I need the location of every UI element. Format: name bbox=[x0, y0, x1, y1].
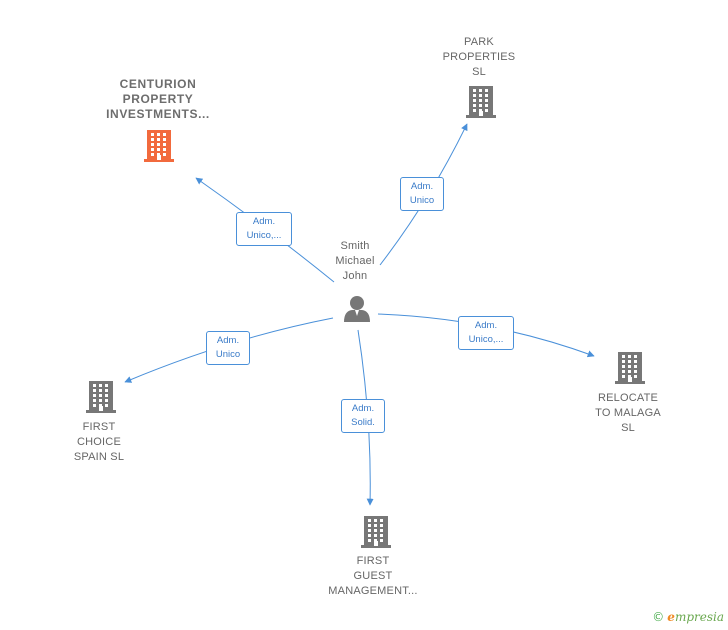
center-name-line: Smith bbox=[340, 240, 370, 252]
node-label-line: SL bbox=[621, 422, 635, 434]
node-label-line: PROPERTIES bbox=[442, 51, 516, 63]
edge-label-park[interactable]: Adm. Unico bbox=[400, 177, 444, 211]
empresia-brand: ©empresia bbox=[652, 610, 724, 624]
edge-label-line: Adm. bbox=[252, 216, 276, 227]
edge-label-line: Unico,... bbox=[468, 334, 504, 345]
brand-letter: e bbox=[667, 610, 675, 624]
building-icon[interactable] bbox=[86, 381, 116, 413]
node-label-park[interactable]: PARK PROPERTIES SL bbox=[443, 35, 516, 80]
node-label-line: CHOICE bbox=[77, 436, 121, 448]
edge-label-centurion[interactable]: Adm. Unico,... bbox=[236, 212, 292, 246]
edge-label-line: Adm. bbox=[474, 320, 498, 331]
edge-label-line: Adm. bbox=[410, 181, 434, 192]
node-label-line: TO MALAGA bbox=[595, 407, 661, 419]
edge-label-relocate[interactable]: Adm. Unico,... bbox=[458, 316, 514, 350]
node-label-relocate[interactable]: RELOCATE TO MALAGA SL bbox=[595, 391, 661, 436]
person-icon[interactable] bbox=[344, 296, 370, 322]
edge-label-first-guest[interactable]: Adm. Solid. bbox=[341, 399, 385, 433]
node-label-line: FIRST bbox=[356, 555, 390, 567]
node-label-line: RELOCATE bbox=[597, 392, 659, 404]
node-label-line: SL bbox=[472, 66, 486, 78]
node-label-line: FIRST bbox=[82, 421, 116, 433]
center-name-line: Michael bbox=[335, 255, 375, 267]
node-label-line: GUEST bbox=[353, 570, 393, 582]
center-person-name[interactable]: Smith Michael John bbox=[335, 239, 374, 284]
edge-label-first-choice[interactable]: Adm. Unico bbox=[206, 331, 250, 365]
node-label-centurion[interactable]: CENTURION PROPERTY INVESTMENTS... bbox=[106, 77, 210, 122]
node-label-line: INVESTMENTS... bbox=[106, 107, 210, 121]
building-icon[interactable] bbox=[144, 130, 174, 162]
node-label-first-guest[interactable]: FIRST GUEST MANAGEMENT... bbox=[328, 554, 417, 599]
node-label-line: PROPERTY bbox=[122, 92, 194, 106]
brand-name: mpresia bbox=[674, 610, 724, 624]
node-label-line: SPAIN SL bbox=[73, 451, 125, 463]
edge-label-line: Unico bbox=[215, 349, 241, 360]
node-label-line: PARK bbox=[464, 36, 494, 48]
edge-label-line: Unico,... bbox=[246, 230, 282, 241]
edge-label-line: Solid. bbox=[351, 417, 375, 428]
node-label-line: MANAGEMENT... bbox=[328, 585, 418, 597]
center-name-line: John bbox=[342, 270, 368, 282]
node-label-first-choice[interactable]: FIRST CHOICE SPAIN SL bbox=[74, 420, 124, 465]
building-icon[interactable] bbox=[466, 86, 496, 118]
copyright-icon: © bbox=[652, 610, 665, 624]
building-icon[interactable] bbox=[361, 516, 391, 548]
edge-label-line: Adm. bbox=[351, 403, 375, 414]
edge-label-line: Adm. bbox=[216, 335, 240, 346]
building-icon[interactable] bbox=[615, 352, 645, 384]
node-label-line: CENTURION bbox=[119, 77, 197, 91]
edge-label-line: Unico bbox=[409, 195, 435, 206]
